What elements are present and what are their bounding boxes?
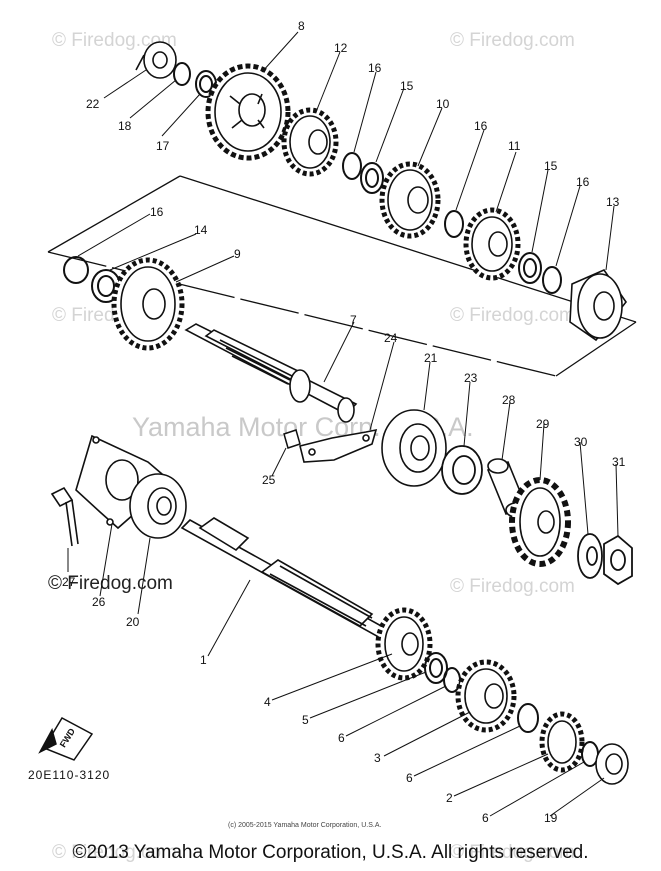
label-24: 24 [384, 331, 398, 345]
part-6-clip-a [443, 667, 461, 693]
label-23: 23 [464, 371, 478, 385]
label-2: 2 [446, 791, 453, 805]
part-25-pin [283, 429, 301, 449]
part-3-gear [455, 659, 517, 733]
watermark-low-right: © Firedog.com [450, 576, 575, 597]
part-24-plate [299, 428, 378, 463]
watermark-top-left: © Firedog.com [52, 30, 177, 51]
diagram-part-number: 20E110-3120 [28, 768, 111, 782]
part-31-nut [603, 534, 633, 586]
watermark-top-right: © Firedog.com [450, 30, 575, 51]
part-12-gear [281, 107, 339, 177]
label-3: 3 [374, 751, 381, 765]
label-10: 10 [436, 97, 450, 111]
part-4-gear [375, 607, 433, 681]
label-25: 25 [262, 473, 276, 487]
label-6b: 6 [406, 771, 413, 785]
label-12: 12 [334, 41, 348, 55]
part-10-gear [379, 161, 441, 239]
fwd-arrow-icon [38, 717, 94, 761]
part-5-washer [424, 652, 448, 684]
watermark-bottom-left: © Firedog.com [52, 842, 177, 863]
part-1-shaft [180, 517, 394, 641]
part-19-bearing [595, 743, 629, 785]
label-7: 7 [350, 313, 357, 327]
part-15-washer-a [360, 162, 384, 194]
label-16a: 16 [368, 61, 382, 75]
part-23-seal [441, 445, 483, 495]
label-21: 21 [424, 351, 438, 365]
label-30: 30 [574, 435, 588, 449]
part-13-hub [569, 269, 627, 342]
part-18-clip [173, 62, 191, 86]
part-7-shaft [184, 323, 358, 423]
watermark-mid-right: © Firedog.com [450, 305, 575, 326]
part-16-clip-a [342, 152, 362, 180]
label-15a: 15 [400, 79, 414, 93]
part-6-clip-b [517, 703, 539, 733]
part-27-bolt [50, 486, 79, 547]
part-16-clip-c [63, 256, 89, 284]
part-18-clip-b [542, 266, 562, 294]
label-19: 19 [544, 811, 558, 825]
label-13: 13 [606, 195, 620, 209]
label-8: 8 [298, 19, 305, 33]
label-22: 22 [86, 97, 100, 111]
part-8-gear [205, 63, 291, 161]
label-5: 5 [302, 713, 309, 727]
part-15-washer-b [518, 252, 542, 284]
part-9-gear [111, 257, 185, 351]
label-16b: 16 [474, 119, 488, 133]
label-27: 27 [62, 575, 76, 589]
part-22-bearing [135, 41, 177, 79]
label-28: 28 [502, 393, 516, 407]
label-14: 14 [194, 223, 208, 237]
watermark-bottom-right: © Firedog.com [450, 842, 575, 863]
small-copyright: (c) 2005-2015 Yamaha Motor Corporation, … [228, 822, 382, 829]
label-1: 1 [200, 653, 207, 667]
label-16c: 16 [576, 175, 590, 189]
label-29: 29 [536, 417, 550, 431]
part-16-clip-b [444, 210, 464, 238]
label-6a: 6 [338, 731, 345, 745]
leader-lines [67, 31, 619, 817]
part-labels: 1 2 3 4 5 6 6 6 7 8 9 10 11 12 13 14 15 … [58, 19, 626, 825]
part-21-bearing [381, 409, 447, 487]
part-30-washer [577, 533, 603, 579]
label-31: 31 [612, 455, 626, 469]
label-20: 20 [126, 615, 140, 629]
part-20-bearing [129, 473, 187, 539]
label-9: 9 [234, 247, 241, 261]
label-16d: 16 [150, 205, 164, 219]
part-2-gear [539, 711, 585, 773]
label-11: 11 [508, 139, 521, 153]
label-4: 4 [264, 695, 271, 709]
part-11-gear [463, 207, 521, 281]
label-17: 17 [156, 139, 170, 153]
footer-copyright: ©2013 Yamaha Motor Corporation, U.S.A. A… [72, 842, 589, 863]
label-15b: 15 [544, 159, 558, 173]
label-18: 18 [118, 119, 132, 133]
part-29-sprocket [509, 477, 571, 567]
label-6c: 6 [482, 811, 489, 825]
label-26: 26 [92, 595, 106, 609]
